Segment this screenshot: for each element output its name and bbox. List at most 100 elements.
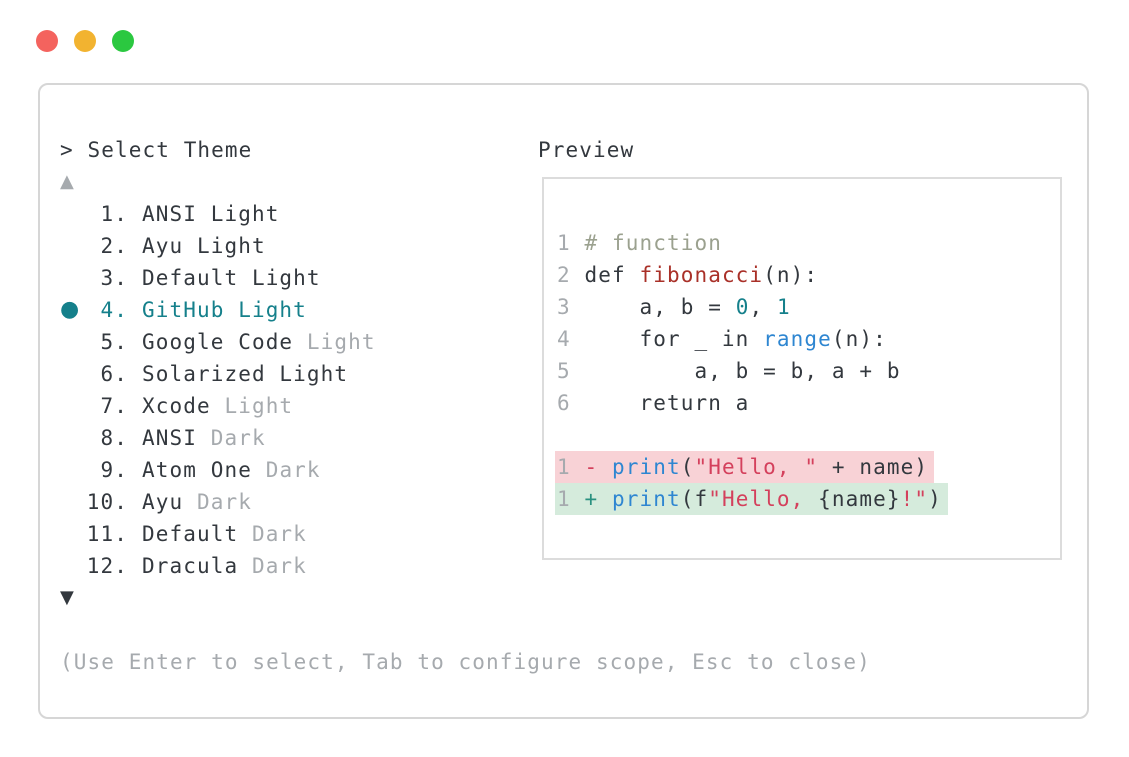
theme-item-label: Solarized Light (142, 362, 349, 386)
theme-item-label: ANSI Dark (142, 426, 266, 450)
window-controls (36, 30, 134, 52)
scroll-up-icon[interactable]: ▲ (60, 171, 75, 192)
theme-item-number: 5. (100, 330, 128, 354)
code-token: (n): (831, 327, 887, 351)
bullet-placeholder (60, 326, 86, 358)
code-line: 2 def fibonacci(n): (557, 259, 1060, 291)
spacer (60, 614, 871, 646)
theme-item-label: ANSI Light (142, 202, 280, 226)
theme-item-suffix: Dark (183, 490, 252, 514)
code-line-content: 5 a, b = b, a + b (557, 355, 901, 387)
theme-item-ayu-light[interactable]: 2.Ayu Light (60, 230, 871, 262)
line-number: 1 (557, 231, 571, 255)
theme-item-number: 9. (100, 458, 128, 482)
code-token: + (584, 487, 612, 511)
code-token: def (584, 263, 640, 287)
line-number: 5 (557, 359, 571, 383)
theme-item-label: Default Dark (142, 522, 307, 546)
bullet-placeholder (60, 198, 86, 230)
theme-item-ansi-light[interactable]: 1.ANSI Light (60, 198, 871, 230)
theme-item-label: Dracula Dark (142, 554, 307, 578)
theme-item-label: GitHub Light (142, 298, 307, 322)
code-token: (n): (763, 263, 819, 287)
bullet-placeholder (60, 486, 86, 518)
theme-item-suffix: Dark (196, 426, 266, 450)
theme-item-number: 8. (100, 426, 128, 450)
preview-title: Preview (538, 138, 635, 162)
theme-item-number: 4. (100, 298, 128, 322)
theme-item-label: Xcode Light (142, 394, 294, 418)
theme-item-ayu[interactable]: 10. Ayu Dark (60, 486, 871, 518)
code-token: ( (680, 455, 695, 479)
line-number: 6 (557, 391, 571, 415)
code-token: "Hello, " (694, 455, 819, 479)
bullet-placeholder (60, 550, 86, 582)
code-line: 6 return a (557, 387, 1060, 419)
theme-item-xcode[interactable]: 7. Xcode Light (60, 390, 871, 422)
code-token: range (763, 327, 832, 351)
theme-item-dracula[interactable]: 12.Dracula Dark (60, 550, 871, 582)
line-number: 1 (557, 487, 571, 511)
theme-item-suffix: Dark (238, 554, 307, 578)
code-token: return a (584, 391, 750, 415)
line-number: 4 (557, 327, 571, 351)
close-button-icon[interactable] (36, 30, 58, 52)
zoom-button-icon[interactable] (112, 30, 134, 52)
code-token: "Hello, (708, 487, 819, 511)
theme-item-label: Default Light (142, 266, 321, 290)
theme-item-number: 3. (100, 266, 128, 290)
code-line-content: 1 - print("Hello, " + name) (555, 451, 935, 483)
code-line-content: 2 def fibonacci(n): (557, 259, 818, 291)
theme-item-atom-one[interactable]: 9. Atom One Dark (60, 454, 871, 486)
code-line: 3 a, b = 0, 1 (557, 291, 1060, 323)
bullet-placeholder (60, 454, 86, 486)
theme-item-number: 11. (86, 522, 128, 546)
theme-item-number: 10. (86, 490, 128, 514)
code-token: !" (900, 487, 929, 511)
code-token: fibonacci (639, 263, 764, 287)
bullet-placeholder (60, 518, 86, 550)
theme-item-suffix: Dark (238, 522, 307, 546)
theme-item-default-light[interactable]: 3. Default Light (60, 262, 871, 294)
theme-item-label: Ayu Dark (142, 490, 252, 514)
line-number: 3 (557, 295, 571, 319)
theme-item-solarized-light[interactable]: 6.Solarized Light (60, 358, 871, 390)
code-line-content: 1 # function (557, 227, 722, 259)
select-theme-prompt: > Select Theme (60, 138, 253, 162)
keyboard-hint: (Use Enter to select, Tab to configure s… (60, 650, 871, 674)
code-token: print (612, 455, 681, 479)
minimize-button-icon[interactable] (74, 30, 96, 52)
theme-item-suffix: Dark (251, 458, 321, 482)
theme-item-ansi[interactable]: 8. ANSI Dark (60, 422, 871, 454)
bullet-placeholder (60, 262, 86, 294)
code-token: print (612, 487, 681, 511)
theme-item-label: Atom One Dark (142, 458, 321, 482)
theme-item-label: Ayu Light (142, 234, 266, 258)
theme-item-default[interactable]: 11. Default Dark (60, 518, 871, 550)
code-token: a, b = (584, 295, 736, 319)
theme-item-number: 7. (100, 394, 128, 418)
scroll-down-icon[interactable]: ▼ (60, 587, 75, 608)
theme-item-label: Google Code Light (142, 330, 376, 354)
code-line-content: 3 a, b = 0, 1 (557, 291, 791, 323)
theme-item-github-light[interactable]: ●4.GitHub Light (60, 294, 871, 326)
theme-item-google-code[interactable]: 5. Google Code Light (60, 326, 871, 358)
theme-item-suffix: Light (293, 330, 376, 354)
code-line: 4 for _ in range(n): (557, 323, 1060, 355)
code-token: 1 (776, 295, 791, 319)
code-token: - (584, 455, 612, 479)
code-token: # function (584, 231, 722, 255)
diff-line-removed: 1 - print("Hello, " + name) (555, 451, 1060, 483)
code-token: ) (928, 487, 942, 511)
bullet-placeholder (60, 358, 86, 390)
bullet-placeholder (60, 422, 86, 454)
code-token: 0 (735, 295, 750, 319)
diff-line-added: 1 + print(f"Hello, {name}!") (555, 483, 1060, 515)
code-token: {name} (818, 487, 901, 511)
bullet-placeholder (60, 230, 86, 262)
